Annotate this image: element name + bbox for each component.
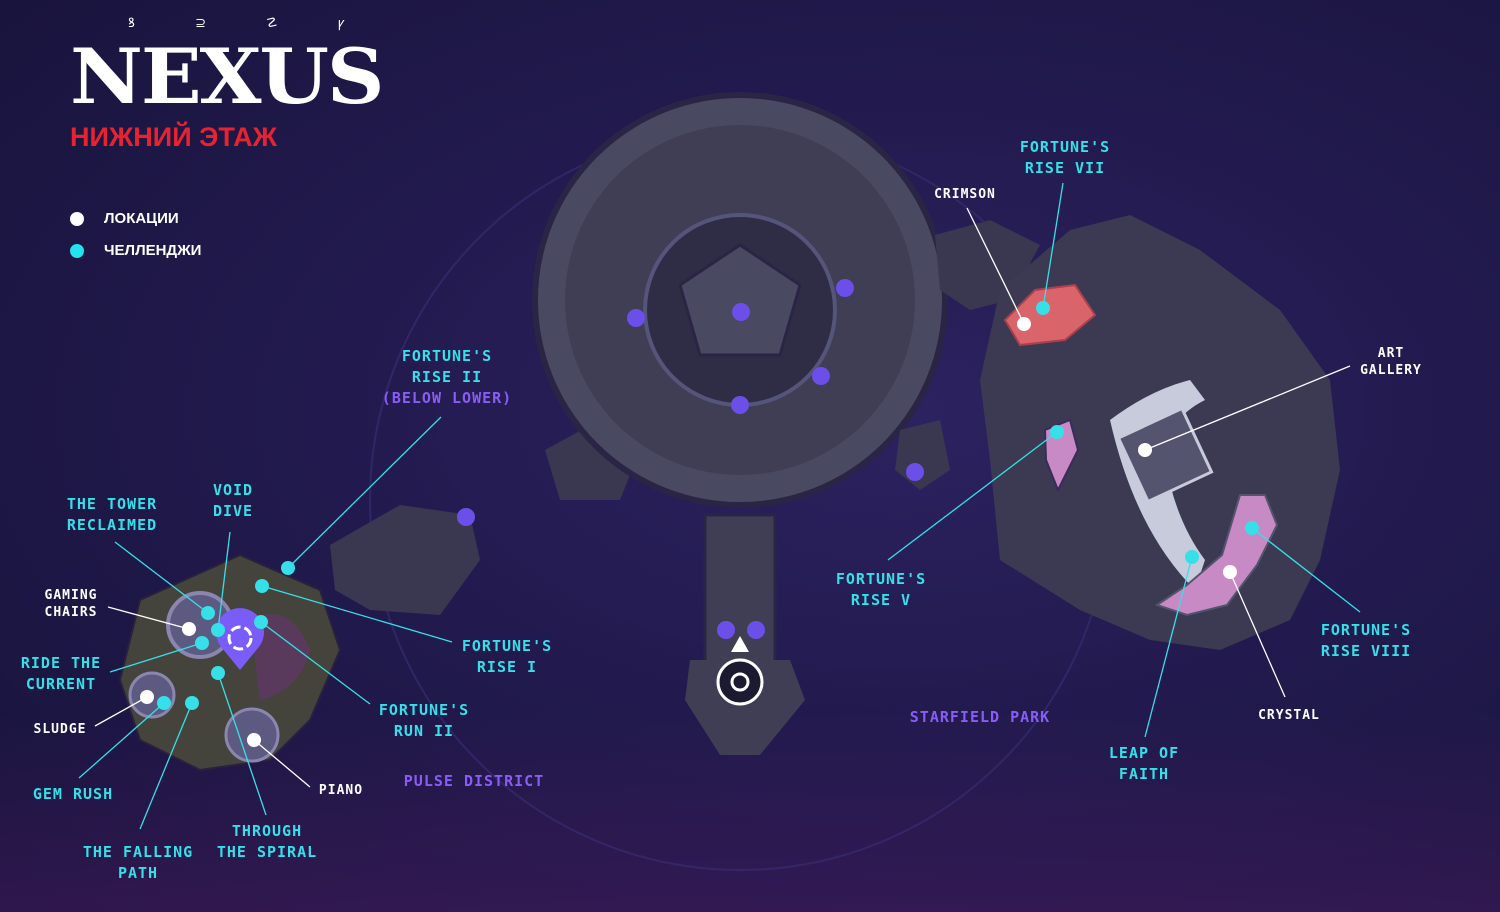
- label-text: RISE VIII: [1320, 642, 1412, 660]
- location-leader-lines: [94, 207, 1351, 788]
- label-falling-path[interactable]: THE FALLING PATH: [83, 842, 193, 884]
- label-text: VOID: [212, 481, 254, 499]
- player-arrow-icon: [731, 636, 749, 652]
- label-text: RIDE THE: [20, 654, 102, 672]
- label-text: RISE V: [850, 591, 912, 609]
- white-dot-icon: [70, 211, 84, 226]
- label-text: FORTUNE'S: [378, 701, 470, 719]
- label-ride-the-current[interactable]: RIDE THE CURRENT: [21, 653, 101, 695]
- label-text: RISE VII: [1024, 159, 1106, 177]
- label-text: RECLAIMED: [66, 516, 158, 534]
- map-floor-title: НИЖНИЙ ЭТАЖ: [70, 122, 278, 152]
- logo-runes: ꝸ ⊇ ☡ ꝩ: [128, 16, 373, 31]
- label-text: GEM RUSH: [32, 785, 114, 803]
- label-void-dive[interactable]: VOID DIVE: [213, 480, 253, 522]
- player-spawn-icon[interactable]: [716, 658, 764, 706]
- label-text: PATH: [117, 864, 159, 882]
- label-text: THE SPIRAL: [216, 843, 318, 861]
- label-text: THE TOWER: [66, 495, 158, 513]
- central-hub[interactable]: [532, 92, 950, 755]
- label-text: CURRENT: [25, 675, 97, 693]
- label-text: FORTUNE'S: [461, 637, 553, 655]
- district-pulse[interactable]: PULSE DISTRICT: [404, 771, 544, 792]
- legend-label: ЧЕЛЛЕНДЖИ: [104, 242, 202, 259]
- label-fortunes-rise-v[interactable]: FORTUNE'S RISE V: [836, 569, 926, 611]
- label-sludge[interactable]: SLUDGE: [34, 721, 87, 738]
- label-text: FORTUNE'S: [835, 570, 927, 588]
- challenge-dots[interactable]: [157, 301, 1259, 710]
- label-text: CHAIRS: [44, 605, 98, 620]
- legend-label: ЛОКАЦИИ: [104, 210, 179, 227]
- marker-inner: [227, 625, 253, 651]
- label-gaming-chairs[interactable]: GAMING CHAIRS: [45, 587, 98, 621]
- challenge-leader-lines: [78, 182, 1361, 830]
- starfield-park-island[interactable]: [935, 215, 1340, 650]
- legend-challenges: ЧЕЛЛЕНДЖИ: [70, 242, 201, 259]
- label-text: GALLERY: [1360, 363, 1422, 378]
- label-fortunes-rise-i[interactable]: FORTUNE'S RISE I: [462, 636, 552, 678]
- legend-locations: ЛОКАЦИИ: [70, 210, 179, 227]
- label-piano[interactable]: PIANO: [319, 782, 363, 799]
- label-text: ART: [1377, 346, 1405, 361]
- label-crimson[interactable]: CRIMSON: [934, 186, 996, 203]
- label-text: RISE II: [411, 368, 483, 386]
- label-fortunes-run-ii[interactable]: FORTUNE'S RUN II: [379, 700, 469, 742]
- label-text: (BELOW LOWER): [381, 389, 513, 407]
- label-text: FORTUNE'S: [401, 347, 493, 365]
- label-text: THE FALLING: [82, 843, 194, 861]
- label-art-gallery[interactable]: ART GALLERY: [1360, 345, 1422, 379]
- label-text: PIANO: [318, 783, 364, 798]
- label-gem-rush[interactable]: GEM RUSH: [33, 784, 113, 805]
- label-text: FAITH: [1118, 765, 1170, 783]
- label-through-the-spiral[interactable]: THROUGH THE SPIRAL: [217, 821, 317, 863]
- pulse-district-island[interactable]: [118, 505, 480, 772]
- label-text: FORTUNE'S: [1019, 138, 1111, 156]
- location-dots[interactable]: [140, 317, 1237, 747]
- label-crystal[interactable]: CRYSTAL: [1258, 707, 1320, 724]
- label-fortunes-rise-vii[interactable]: FORTUNE'S RISE VII: [1020, 137, 1110, 179]
- label-text: RUN II: [393, 722, 455, 740]
- game-logo: NEXUS: [70, 32, 385, 121]
- label-tower-reclaimed[interactable]: THE TOWER RECLAIMED: [67, 494, 157, 536]
- label-text: FORTUNE'S: [1320, 621, 1412, 639]
- label-text: CRIMSON: [934, 187, 996, 202]
- label-text: CRYSTAL: [1258, 708, 1320, 723]
- district-starfield-park[interactable]: STARFIELD PARK: [910, 707, 1050, 728]
- label-fortunes-rise-viii[interactable]: FORTUNE'S RISE VIII: [1321, 620, 1411, 662]
- map-pins: [457, 279, 924, 639]
- label-text: SLUDGE: [33, 722, 87, 737]
- label-text: GAMING: [44, 588, 98, 603]
- map-marker-icon[interactable]: [216, 608, 264, 670]
- label-text: THROUGH: [231, 822, 303, 840]
- label-text: LEAP OF: [1108, 744, 1180, 762]
- label-text: DIVE: [212, 502, 254, 520]
- spawn-inner: [730, 672, 750, 692]
- label-leap-of-faith[interactable]: LEAP OF FAITH: [1109, 743, 1179, 785]
- cyan-dot-icon: [70, 243, 84, 258]
- label-text: STARFIELD PARK: [909, 708, 1051, 726]
- label-text: PULSE DISTRICT: [403, 772, 545, 790]
- label-fortunes-rise-ii[interactable]: FORTUNE'S RISE II (BELOW LOWER): [382, 346, 512, 409]
- label-text: RISE I: [476, 658, 538, 676]
